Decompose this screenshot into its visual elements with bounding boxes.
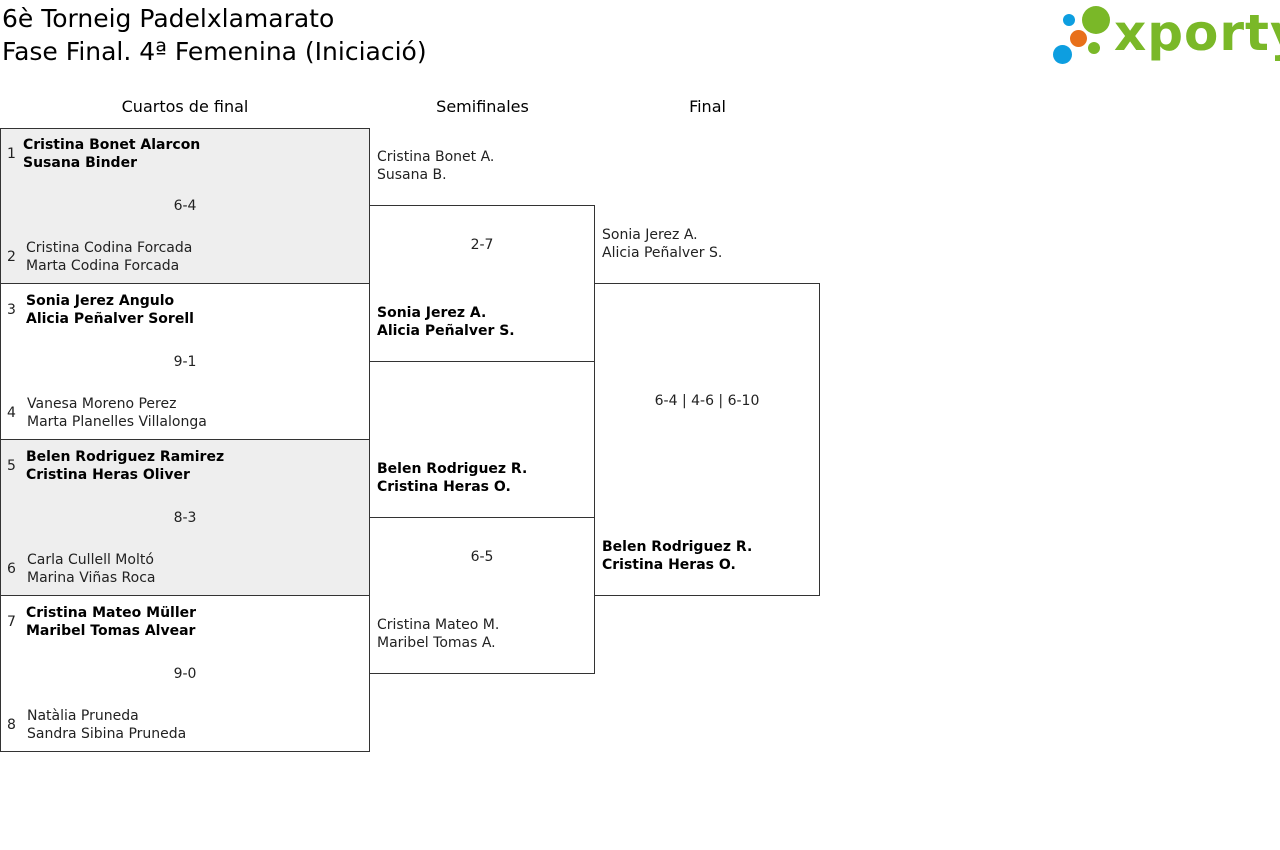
quarterfinal-match-3 (0, 439, 370, 596)
team-winner[interactable]: Cristina Mateo Müller Maribel Tomas Alve… (26, 604, 196, 640)
player-name: Maribel Tomas A. (377, 635, 496, 651)
team-winner[interactable]: Sonia Jerez Angulo Alicia Peñalver Sorel… (26, 292, 194, 328)
player-name: Susana B. (377, 167, 447, 183)
team[interactable]: Natàlia Pruneda Sandra Sibina Pruneda (27, 707, 186, 743)
player-name: Cristina Bonet A. (377, 149, 495, 165)
column-header-final: Final (689, 97, 726, 116)
seed-number: 2 (7, 249, 16, 265)
final-score: 6-4 | 4-6 | 6-10 (654, 393, 760, 409)
logo-wordmark: xporty (1114, 4, 1280, 62)
seed-number: 4 (7, 405, 16, 421)
logo-dot-blue-small (1063, 14, 1075, 26)
player-name: Alicia Peñalver S. (377, 323, 515, 339)
match-score: 6-4 (173, 198, 197, 214)
logo-dot-blue (1053, 45, 1072, 64)
logo-dot-green-small (1088, 42, 1100, 54)
player-name: Sonia Jerez Angulo (26, 293, 175, 309)
player-name: Carla Cullell Moltó (27, 552, 154, 568)
player-name: Alicia Peñalver S. (602, 245, 723, 261)
seed-number: 5 (7, 458, 16, 474)
team[interactable]: Cristina Codina Forcada Marta Codina For… (26, 239, 192, 275)
column-header-semifinals: Semifinales (436, 97, 529, 116)
seed-number: 3 (7, 302, 16, 318)
match-score: 9-1 (173, 354, 197, 370)
player-name: Marina Viñas Roca (27, 570, 156, 586)
team[interactable]: Carla Cullell Moltó Marina Viñas Roca (27, 551, 156, 587)
player-name: Sonia Jerez A. (602, 227, 698, 243)
seed-number: 6 (7, 561, 16, 577)
logo-dot-green (1082, 6, 1110, 34)
player-name: Belen Rodriguez Ramirez (26, 449, 225, 465)
seed-number: 7 (7, 614, 16, 630)
seed-number: 1 (7, 146, 16, 162)
match-score: 8-3 (173, 510, 197, 526)
player-name: Belen Rodriguez R. (602, 539, 753, 555)
player-name: Cristina Codina Forcada (26, 240, 193, 256)
logo-dot-orange (1070, 30, 1087, 47)
team-winner[interactable]: Belen Rodriguez R. Cristina Heras O. (377, 460, 527, 496)
player-name: Sonia Jerez A. (377, 305, 487, 321)
match-score: 6-5 (470, 549, 494, 565)
player-name: Cristina Heras O. (602, 557, 736, 573)
team-champion[interactable]: Belen Rodriguez R. Cristina Heras O. (602, 538, 752, 574)
player-name: Marta Planelles Villalonga (27, 414, 207, 430)
match-score: 9-0 (173, 666, 197, 682)
player-name: Cristina Bonet Alarcon (23, 137, 201, 153)
player-name: Susana Binder (23, 155, 137, 171)
player-name: Cristina Heras O. (377, 479, 511, 495)
xporty-logo[interactable]: xporty (1052, 4, 1280, 66)
player-name: Natàlia Pruneda (27, 708, 139, 724)
team[interactable]: Cristina Mateo M. Maribel Tomas A. (377, 616, 499, 652)
match-score: 2-7 (470, 237, 494, 253)
final-match (594, 283, 820, 596)
column-header-quarterfinals: Cuartos de final (121, 97, 249, 116)
player-name: Maribel Tomas Alvear (26, 623, 196, 639)
team[interactable]: Cristina Bonet A. Susana B. (377, 148, 494, 184)
player-name: Cristina Mateo Müller (26, 605, 197, 621)
player-name: Cristina Heras Oliver (26, 467, 190, 483)
team[interactable]: Vanesa Moreno Perez Marta Planelles Vill… (27, 395, 207, 431)
player-name: Vanesa Moreno Perez (27, 396, 177, 412)
player-name: Marta Codina Forcada (26, 258, 180, 274)
quarterfinal-match-1 (0, 128, 370, 284)
team-winner[interactable]: Cristina Bonet Alarcon Susana Binder (23, 136, 200, 172)
team-winner[interactable]: Belen Rodriguez Ramirez Cristina Heras O… (26, 448, 224, 484)
player-name: Sandra Sibina Pruneda (27, 726, 187, 742)
phase-subtitle: Fase Final. 4ª Femenina (Iniciació) (2, 37, 427, 66)
player-name: Belen Rodriguez R. (377, 461, 528, 477)
team-winner[interactable]: Sonia Jerez A. Alicia Peñalver S. (377, 304, 515, 340)
player-name: Alicia Peñalver Sorell (26, 311, 194, 327)
tournament-title: 6è Torneig Padelxlamarato (2, 4, 335, 33)
team[interactable]: Sonia Jerez A. Alicia Peñalver S. (602, 226, 722, 262)
seed-number: 8 (7, 717, 16, 733)
player-name: Cristina Mateo M. (377, 617, 500, 633)
